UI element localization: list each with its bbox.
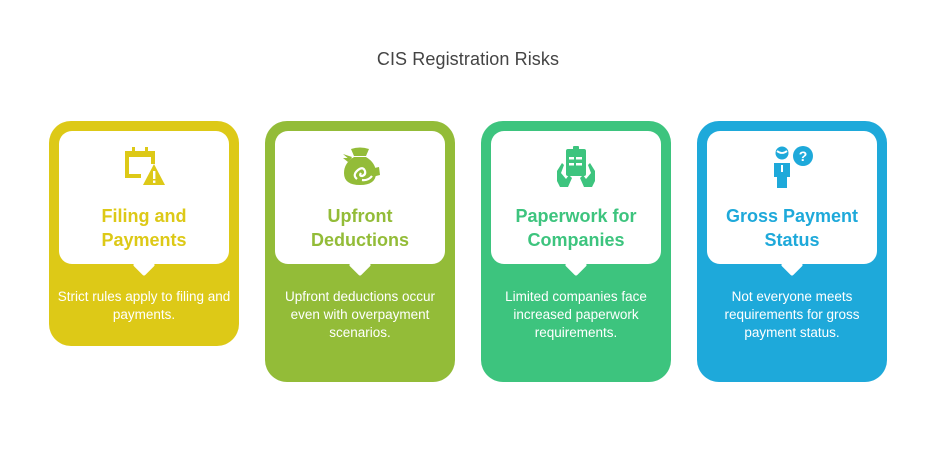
card-heading: Paperwork for Companies (515, 206, 637, 250)
card-header-panel: Paperwork for Companies (491, 131, 661, 277)
card-description: Upfront deductions occur even with overp… (284, 289, 436, 340)
card-heading: Upfront Deductions (310, 206, 409, 250)
callout-pointer (564, 253, 588, 277)
diagram-title: CIS Registration Risks (376, 49, 560, 69)
card-paperwork-for-companies: Paperwork for Companies Limited companie… (481, 121, 671, 382)
card-filing-and-payments: Filing and Payments Strict rules apply t… (49, 121, 239, 346)
card-description: Not everyone meets requirements for gros… (724, 289, 860, 340)
card-upfront-deductions: Upfront Deductions Upfront deductions oc… (265, 121, 455, 382)
callout-pointer (780, 253, 804, 277)
card-heading: Gross Payment Status (725, 206, 859, 250)
calendar-warning-icon (125, 147, 165, 185)
person-question-icon: ? (774, 146, 813, 188)
card-header-panel: Filing and Payments (59, 131, 229, 277)
money-bag-deduction-icon (343, 147, 380, 185)
svg-text:?: ? (799, 148, 808, 164)
card-description: Strict rules apply to filing and payment… (57, 289, 231, 322)
callout-pointer (348, 253, 372, 277)
card-header-panel: Upfront Deductions (275, 131, 445, 277)
card-header-panel: ? Gross Payment Status (707, 131, 877, 277)
card-heading: Filing and Payments (101, 206, 187, 250)
document-in-hands-icon (557, 146, 595, 187)
callout-pointer (132, 253, 156, 277)
card-description: Limited companies face increased paperwo… (505, 289, 647, 340)
card-gross-payment-status: ? Gross Payment Status Not everyone meet… (697, 121, 887, 382)
